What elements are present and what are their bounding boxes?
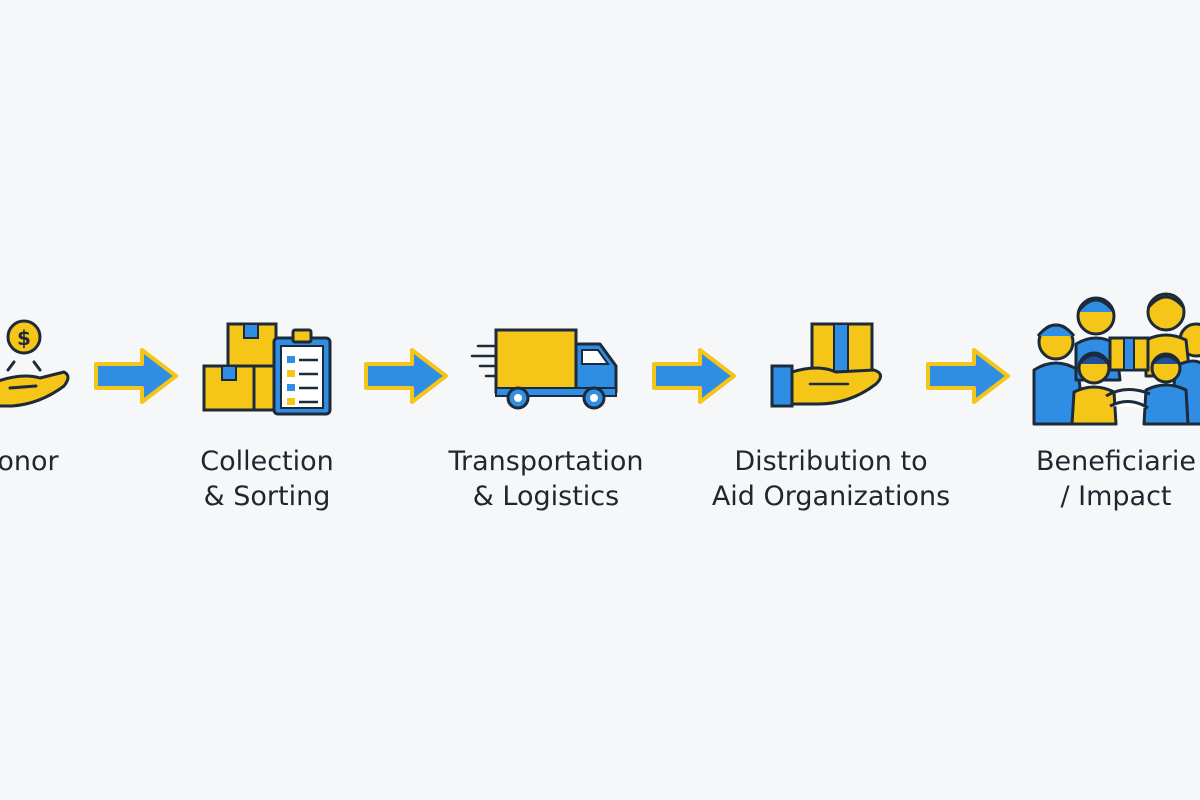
arrow-right-icon — [652, 348, 736, 404]
step-label-distribution: Distribution to Aid Organizations — [712, 444, 950, 514]
step-label-line: / Impact — [1060, 481, 1172, 512]
boxes-clipboard-icon — [202, 322, 332, 416]
step-label-line: & Logistics — [472, 481, 620, 512]
people-group-icon — [1032, 292, 1200, 426]
arrow-right-icon — [364, 348, 448, 404]
hand-box-icon — [770, 322, 882, 408]
step-label-transportation: Transportation & Logistics — [449, 444, 644, 514]
arrow-right-icon — [926, 348, 1010, 404]
step-label-line: Collection — [200, 446, 334, 477]
delivery-truck-icon — [470, 328, 618, 410]
step-label-beneficiaries: Beneficiarie / Impact — [1036, 444, 1196, 514]
svg-text:$: $ — [17, 326, 31, 350]
step-label-line: Aid Organizations — [711, 481, 951, 512]
step-label-donor: onor — [0, 444, 59, 479]
arrow-right-icon — [94, 348, 178, 404]
hand-coin-icon: $ — [0, 319, 70, 408]
step-label-line: & Sorting — [203, 481, 331, 512]
step-label-collection: Collection & Sorting — [200, 444, 334, 514]
step-label-line: Transportation — [448, 446, 644, 477]
step-label-line: onor — [0, 446, 59, 477]
step-label-line: Beneficiarie — [1036, 446, 1196, 477]
step-label-line: Distribution to — [734, 446, 928, 477]
